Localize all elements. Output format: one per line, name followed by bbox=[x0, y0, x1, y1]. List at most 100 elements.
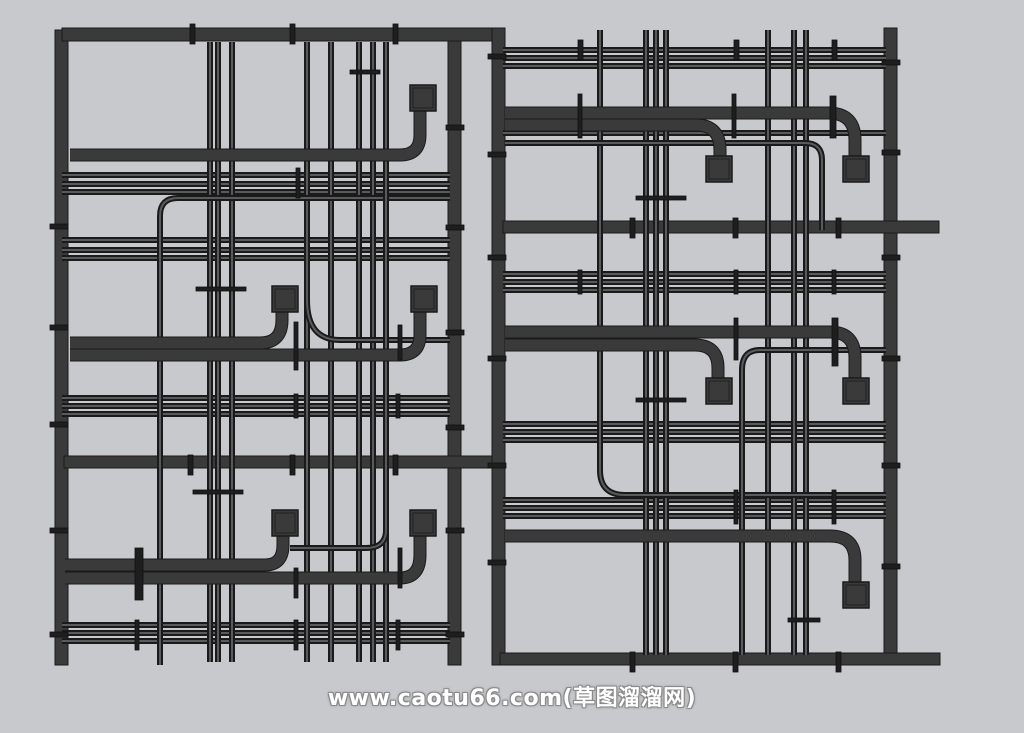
right-junction-box-1 bbox=[842, 155, 870, 183]
right-junction-box-2 bbox=[705, 155, 733, 183]
left-pipe-clamp-2 bbox=[49, 421, 69, 428]
right-junction-box-4-inner bbox=[708, 380, 730, 402]
right-pipe-clamp-5 bbox=[487, 559, 507, 566]
right-conduit-2 bbox=[505, 119, 726, 165]
middle-rail bbox=[63, 455, 505, 469]
right-pipe-clamp-10 bbox=[881, 462, 901, 469]
right-pipe-clamp-19 bbox=[732, 651, 739, 673]
right-pipe-clamp-2 bbox=[487, 254, 507, 261]
right-junction-box-5-inner bbox=[845, 584, 867, 606]
right-bracket-11 bbox=[733, 269, 739, 295]
left-bracket-8 bbox=[134, 547, 144, 601]
watermark-text: www.caotu66.com(草图溜溜网) bbox=[327, 686, 697, 711]
right-pipe-clamp-17 bbox=[835, 217, 842, 239]
left-junction-box-1 bbox=[409, 84, 437, 112]
left-curved-tube-b bbox=[306, 299, 450, 341]
right-bracket-9 bbox=[577, 93, 583, 139]
left-bracket-2 bbox=[192, 489, 244, 495]
left-pipe-clamp-9 bbox=[445, 527, 465, 534]
left-bracket-11 bbox=[395, 393, 401, 419]
right-junction-box-3 bbox=[842, 377, 870, 405]
left-conduit-1-outline bbox=[70, 100, 427, 162]
right-bracket-2 bbox=[787, 617, 821, 623]
left-junction-box-5 bbox=[409, 509, 437, 537]
left-bracket-3 bbox=[295, 167, 301, 199]
right-frame-post-left bbox=[491, 27, 506, 666]
right-conduit-4 bbox=[505, 339, 724, 385]
right-bracket-1 bbox=[635, 397, 687, 403]
right-conduit-5 bbox=[505, 530, 861, 590]
right-pipe-clamp-18 bbox=[629, 651, 636, 673]
left-pipe-clamp-16 bbox=[392, 454, 399, 476]
right-bracket-8 bbox=[831, 489, 837, 525]
left-junction-box-4-inner bbox=[274, 512, 296, 534]
left-junction-box-3 bbox=[410, 285, 438, 313]
right-pipe-clamp-20 bbox=[835, 651, 842, 673]
right-bracket-10 bbox=[577, 269, 583, 295]
left-junction-box-1-inner bbox=[412, 87, 434, 109]
right-conduit-5-outline bbox=[505, 529, 862, 590]
right-bracket-4 bbox=[829, 95, 837, 139]
left-pipe-clamp-10 bbox=[445, 631, 465, 638]
right-bracket-0 bbox=[635, 195, 687, 201]
left-frame-post-right bbox=[447, 37, 462, 666]
right-conduit-1 bbox=[505, 107, 861, 165]
left-bracket-1 bbox=[195, 286, 247, 292]
top-rail-left bbox=[61, 27, 503, 42]
left-pipe-clamp-12 bbox=[289, 23, 296, 45]
left-bracket-10 bbox=[293, 393, 299, 419]
right-mid-rail bbox=[502, 220, 940, 234]
left-bracket-12 bbox=[293, 619, 299, 651]
left-conduit-2 bbox=[70, 305, 288, 349]
left-pipe-clamp-13 bbox=[392, 23, 399, 45]
left-junction-box-2 bbox=[271, 285, 299, 313]
left-conduit-4 bbox=[65, 530, 289, 571]
left-pipe-clamp-6 bbox=[445, 224, 465, 231]
left-bracket-5 bbox=[397, 324, 403, 361]
right-junction-box-3-inner bbox=[845, 380, 867, 402]
left-junction-box-3-inner bbox=[413, 288, 435, 310]
left-conduit-2-outline bbox=[70, 305, 289, 350]
left-pipe-clamp-4 bbox=[49, 631, 69, 638]
left-pipe-clamp-11 bbox=[189, 23, 196, 45]
right-bracket-6 bbox=[831, 317, 839, 367]
left-curved-tube-a bbox=[159, 197, 450, 665]
right-pipe-clamp-0 bbox=[487, 53, 507, 60]
right-pipe-clamp-4 bbox=[487, 462, 507, 469]
right-pipe-clamp-7 bbox=[881, 149, 901, 156]
right-pipe-clamp-13 bbox=[733, 39, 740, 61]
left-conduit-5-outline bbox=[65, 535, 427, 585]
right-bracket-7 bbox=[733, 489, 739, 525]
left-pipe-clamp-7 bbox=[445, 329, 465, 336]
right-curved-tube-a bbox=[599, 30, 886, 496]
left-junction-box-5-inner bbox=[412, 512, 434, 534]
left-pipe-clamp-5 bbox=[445, 124, 465, 131]
left-curved-tube-c bbox=[290, 110, 387, 549]
right-pipe-clamp-11 bbox=[881, 563, 901, 570]
left-junction-box-2-inner bbox=[274, 288, 296, 310]
right-pipe-clamp-14 bbox=[831, 39, 838, 61]
left-pipe-clamp-15 bbox=[289, 454, 296, 476]
left-bracket-4 bbox=[293, 321, 299, 371]
left-bracket-6 bbox=[293, 567, 299, 599]
left-pipe-clamp-3 bbox=[49, 527, 69, 534]
left-pipe-clamp-8 bbox=[445, 424, 465, 431]
right-curved-tube-b bbox=[505, 142, 823, 230]
right-curved-tube-c bbox=[741, 349, 886, 655]
right-junction-box-1-inner bbox=[845, 158, 867, 180]
right-bracket-3 bbox=[731, 93, 737, 139]
right-conduit-4-outline bbox=[505, 338, 725, 385]
right-bracket-12 bbox=[831, 269, 837, 295]
right-junction-box-5 bbox=[842, 581, 870, 609]
right-pipe-clamp-12 bbox=[577, 39, 584, 61]
right-pipe-clamp-9 bbox=[881, 355, 901, 362]
left-conduit-1 bbox=[70, 100, 426, 161]
right-bottom-rail bbox=[499, 652, 941, 666]
right-bracket-5 bbox=[733, 317, 739, 361]
left-junction-box-4 bbox=[271, 509, 299, 537]
right-pipe-clamp-1 bbox=[487, 151, 507, 158]
right-pipe-clamp-8 bbox=[881, 254, 901, 261]
left-pipe-clamp-0 bbox=[49, 223, 69, 230]
